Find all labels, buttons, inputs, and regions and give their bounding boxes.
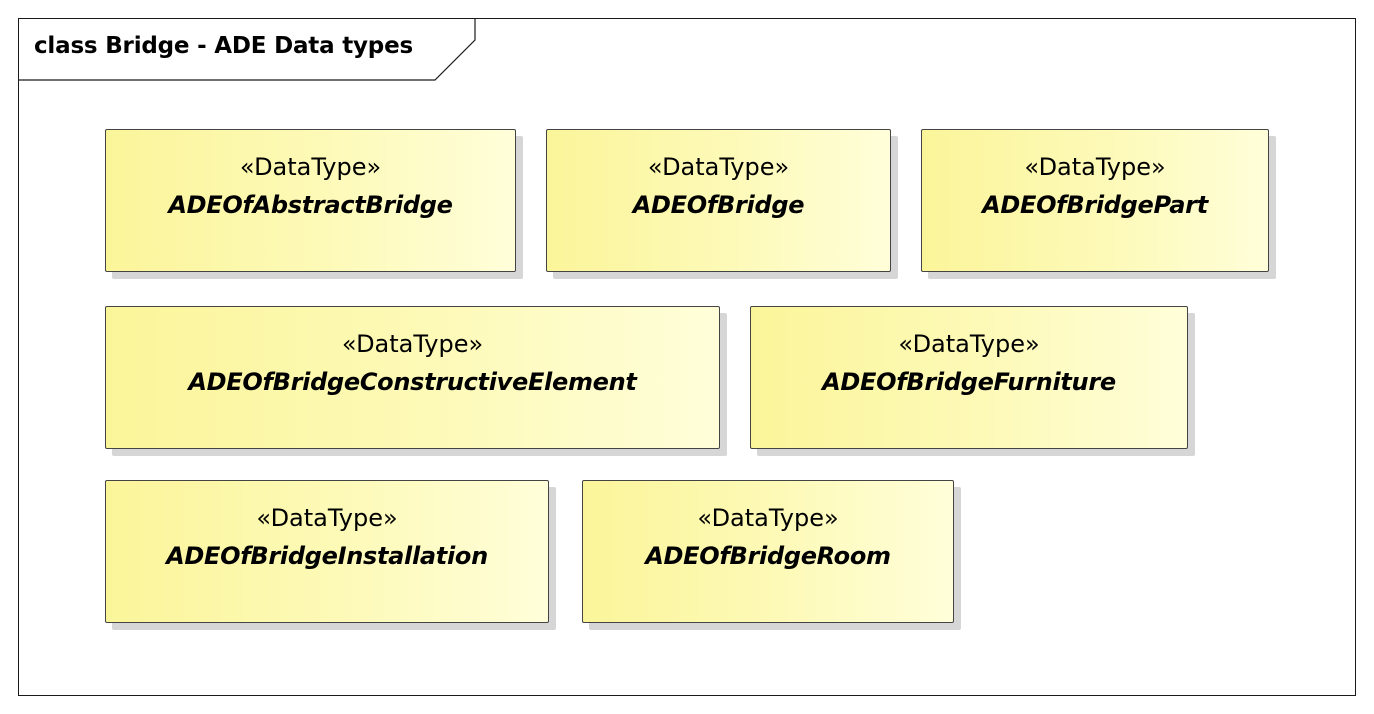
class-adeofbridgeroom[interactable]: «DataType» ADEOfBridgeRoom [582, 480, 954, 623]
class-name: ADEOfBridgeConstructiveElement [188, 368, 637, 396]
class-stereotype: «DataType» [898, 330, 1040, 358]
class-stereotype: «DataType» [697, 504, 839, 532]
class-adeofabstractbridge[interactable]: «DataType» ADEOfAbstractBridge [105, 129, 516, 272]
class-adeofbridge[interactable]: «DataType» ADEOfBridge [546, 129, 891, 272]
class-name: ADEOfAbstractBridge [168, 191, 453, 219]
class-name: ADEOfBridgeRoom [645, 542, 891, 570]
class-adeofbridgepart[interactable]: «DataType» ADEOfBridgePart [921, 129, 1269, 272]
class-adeofbridgefurniture[interactable]: «DataType» ADEOfBridgeFurniture [750, 306, 1188, 449]
class-name: ADEOfBridgeInstallation [166, 542, 488, 570]
class-stereotype: «DataType» [341, 330, 484, 358]
diagram-title: class Bridge - ADE Data types [34, 33, 413, 59]
class-stereotype: «DataType» [256, 504, 398, 532]
class-stereotype: «DataType» [239, 153, 382, 181]
frame-title-tab [19, 19, 476, 81]
class-stereotype: «DataType» [1024, 153, 1166, 181]
class-name: ADEOfBridgePart [982, 191, 1208, 219]
class-name: ADEOfBridge [632, 191, 805, 219]
class-adeofbridgeinstallation[interactable]: «DataType» ADEOfBridgeInstallation [105, 480, 549, 623]
class-adeofbridgeconstructiveelement[interactable]: «DataType» ADEOfBridgeConstructiveElemen… [105, 306, 720, 449]
class-name: ADEOfBridgeFurniture [822, 368, 1116, 396]
class-stereotype: «DataType» [647, 153, 790, 181]
